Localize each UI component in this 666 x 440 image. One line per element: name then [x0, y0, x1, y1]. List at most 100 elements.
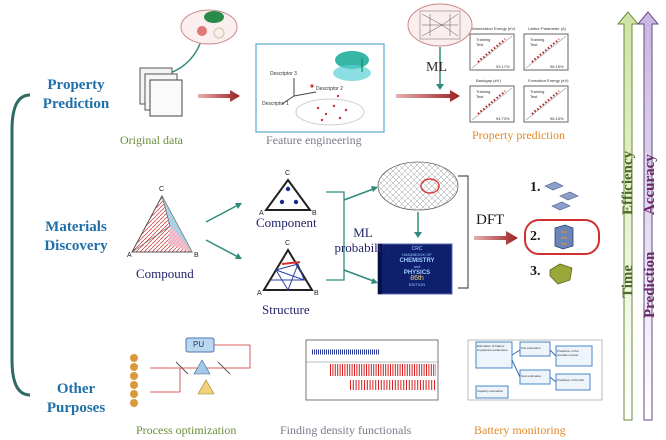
section-label-line2: Discovery	[44, 238, 108, 254]
label-pu: PU	[193, 340, 205, 349]
label-ml: ML	[426, 60, 447, 75]
section-label-line1: Property	[47, 77, 105, 93]
right-axis-bars	[616, 11, 660, 421]
label-property-prediction: Property prediction	[472, 128, 565, 142]
axis-label-efficiency: Efficiency	[620, 150, 636, 215]
battery-block-label: Prediction of the operation power	[557, 349, 579, 357]
plot-title: Lattice Parameter (A)	[528, 26, 567, 31]
book-line: 86th	[410, 275, 424, 282]
left-bracket	[10, 93, 31, 397]
section-label-line1: Materials	[45, 219, 107, 235]
battery-block-label: Capacity estimation	[477, 389, 504, 393]
axis-label-prediction: Prediction	[642, 251, 658, 318]
vertex-a-label: A	[257, 290, 262, 297]
label-finding-density-functionals: Finding density functionals	[280, 423, 412, 437]
arrows-compound-to-component	[205, 203, 242, 259]
crc-handbook-cover-text: CRC HANDBOOK OF CHEMISTRY and PHYSICS 86…	[384, 246, 450, 288]
label-compound: Compound	[136, 266, 194, 281]
label-structure: Structure	[262, 302, 310, 317]
legend-test: Test	[530, 42, 538, 47]
label-dft: DFT	[476, 212, 505, 228]
arrow-dft	[474, 231, 518, 245]
plot-legend: Training Test	[530, 89, 544, 99]
structure-triangle	[262, 248, 314, 292]
vertex-c-label: C	[159, 186, 165, 193]
legend-test: Test	[530, 94, 538, 99]
plot-score: 93.17%	[496, 64, 510, 69]
blob-sketch	[180, 9, 238, 45]
section-other-purposes: Other Purposes	[28, 380, 124, 418]
section-property-prediction: Property Prediction	[28, 76, 124, 114]
legend-training: Training	[530, 89, 545, 94]
candidate-crystals	[524, 181, 600, 285]
plot-score: 94.73%	[496, 116, 510, 121]
plot-score: 96.15%	[550, 64, 564, 69]
grid-sphere	[377, 161, 459, 211]
axis-label-time: Time	[620, 264, 636, 298]
book-line: CHEMISTRY	[399, 258, 435, 264]
legend-training: Training	[476, 89, 491, 94]
book-line: HANDBOOK OF	[402, 252, 432, 257]
battery-block-label: Prediction of the Rul	[557, 378, 585, 382]
descriptor-3-label: Descriptor 3	[270, 71, 297, 77]
battery-monitoring-diagram	[467, 339, 603, 401]
bracket-mlprob	[326, 191, 345, 281]
vertex-a-label: A	[127, 252, 132, 259]
component-triangle	[264, 178, 312, 211]
section-materials-discovery: Materials Discovery	[28, 218, 124, 256]
plot-title: Formation Energy (eV)	[528, 78, 569, 83]
label-component: Component	[256, 215, 317, 230]
section-label-line1: Other	[56, 381, 96, 397]
plot-legend: Training Test	[530, 37, 544, 47]
battery-block-label: Estimation of battery impedance paramete…	[477, 344, 508, 352]
ml-probability-line2: probability	[334, 240, 392, 255]
section-label-line2: Purposes	[46, 400, 106, 416]
density-functionals-plot	[305, 339, 439, 401]
vertex-b-label: B	[312, 210, 317, 217]
book-line: EDITION	[408, 282, 426, 287]
vertex-c-label: C	[285, 240, 291, 247]
candidate-number: 1.	[530, 180, 541, 195]
legend-training: Training	[476, 37, 491, 42]
feature-engineering-box	[255, 43, 385, 133]
label-ml-probability: ML probability	[334, 225, 392, 255]
crc-handbook-book	[377, 243, 453, 295]
legend-test: Test	[476, 94, 484, 99]
battery-block-label: SoH estimation	[521, 374, 542, 378]
descriptor-2-label: Descriptor 2	[316, 86, 343, 92]
process-optimization-sketch	[130, 337, 251, 407]
prediction-plots	[469, 33, 569, 123]
label-battery-monitoring: Battery monitoring	[474, 423, 566, 437]
legend-test: Test	[476, 42, 484, 47]
vertex-b-label: B	[194, 252, 199, 259]
label-process-optimization: Process optimization	[136, 423, 237, 437]
arrow-data-to-feature	[198, 90, 240, 102]
vertex-c-label: C	[285, 170, 291, 177]
plot-score: 96.15%	[550, 116, 564, 121]
vertex-a-label: A	[259, 210, 264, 217]
descriptor-1-label: Descriptor 1	[262, 101, 289, 107]
label-feature-engineering: Feature engineering	[266, 133, 362, 147]
arrow-feature-to-prediction	[396, 90, 460, 102]
compound-phase-diagram	[131, 194, 193, 253]
axis-label-accuracy: Accuracy	[642, 154, 658, 215]
book-line: and	[413, 264, 421, 269]
plot-legend: Training Test	[476, 89, 490, 99]
candidate-number: 2.	[530, 229, 541, 244]
battery-block-label: Soil estimation	[521, 346, 541, 350]
section-label-line2: Prediction	[42, 96, 110, 112]
legend-training: Training	[530, 37, 545, 42]
neural-net-icon	[407, 3, 473, 47]
label-original-data: Original data	[120, 133, 183, 147]
documents-icon	[139, 67, 183, 117]
vertex-b-label: B	[314, 290, 319, 297]
plot-title: Atomization Energy (eV)	[472, 26, 516, 31]
ml-probability-line1: ML	[353, 225, 373, 240]
candidate-number: 3.	[530, 264, 541, 279]
book-line: CRC	[411, 246, 423, 252]
plot-legend: Training Test	[476, 37, 490, 47]
bracket-dft	[458, 175, 469, 289]
book-line: PHYSICS	[403, 270, 431, 276]
plot-title: Bandgap (eV)	[476, 78, 501, 83]
